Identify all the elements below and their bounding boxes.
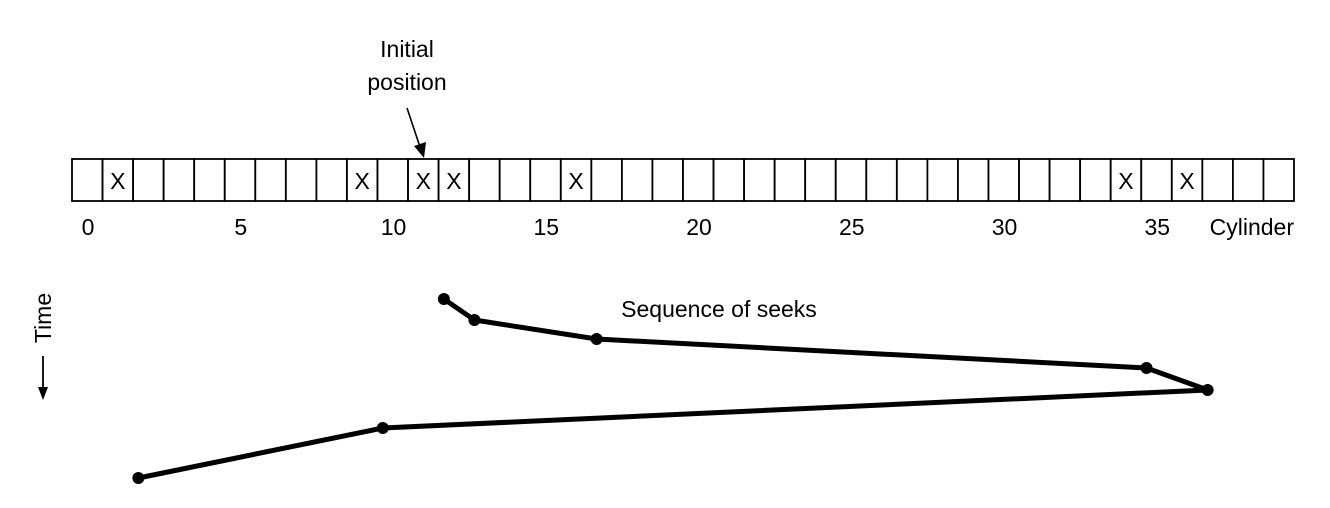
request-mark: X [1179,168,1194,194]
initial-position-arrow [406,107,426,158]
initial-position-label-line2: position [367,69,446,95]
cylinder-cell [865,158,898,202]
request-mark: X [446,168,461,194]
cylinder-cell [743,158,776,202]
cylinder-cell [1079,158,1112,202]
cylinder-cell [315,158,348,202]
cylinder-tick-label: 35 [1144,214,1170,240]
cylinder-cell [1262,158,1295,202]
cylinder-tick-label: 25 [839,214,865,240]
cylinder-cell [193,158,226,202]
cylinder-cell [1018,158,1051,202]
cylinder-tick-label: 0 [82,214,95,240]
cylinder-cell [1232,158,1265,202]
cylinder-tick-label: 30 [992,214,1018,240]
seek-point [437,293,450,305]
cylinder-cell [834,158,868,202]
cylinder-cell [407,158,440,202]
cylinder-cell [1170,158,1204,202]
cylinder-tick-label: 15 [533,214,559,240]
down-arrow-icon [38,356,48,400]
seek-point [1140,362,1153,374]
time-axis: Time [30,293,56,400]
cylinder-cell [132,158,165,202]
seek-point [468,314,481,326]
cylinder-cell [957,158,990,202]
cylinder-cell [376,158,409,202]
cylinder-cell [926,158,959,202]
initial-position-label-line1: Initial [380,36,434,62]
cylinder-cell [1140,158,1173,202]
cylinder-cell [712,158,745,202]
seek-point [590,333,603,345]
cylinder-cell [529,158,562,202]
cylinder-cell [895,158,929,202]
cylinder-cell [162,158,196,202]
cylinder-tick-label: 20 [686,214,712,240]
seek-point [1201,384,1214,396]
seek-point [376,422,389,434]
seek-point [132,472,145,484]
cylinder-tick-label: 5 [234,214,247,240]
request-mark: X [110,168,125,194]
cylinder-cell [682,158,715,202]
cylinder-cell [284,158,318,202]
cylinder-cell [101,158,135,202]
cylinder-tick-labels: 0 5 10 15 20 25 30 35 [82,214,1170,240]
cylinder-tick-label: 10 [381,214,407,240]
seek-sequence-path [132,293,1214,484]
cylinder-cell [223,158,257,202]
request-mark: X [416,168,431,194]
request-mark: X [1118,168,1133,194]
cylinder-cell [559,158,593,202]
cylinder-cell [987,158,1020,202]
seek-path-line [135,296,1211,481]
cylinder-cell [590,158,623,202]
cylinder-cell [498,158,532,202]
cylinder-cell [71,158,104,202]
cylinder-cell [1201,158,1234,202]
cylinder-cell [468,158,501,202]
cylinder-cell [1048,158,1082,202]
request-mark: X [355,168,370,194]
time-axis-label: Time [30,293,56,343]
cylinder-cell [773,158,807,202]
cylinder-cell [346,158,379,202]
request-mark: X [568,168,583,194]
cylinder-cell [804,158,837,202]
cylinder-axis-label: Cylinder [1210,214,1295,240]
cylinder-cell [651,158,684,202]
cylinder-cell [254,158,287,202]
cylinder-cell [621,158,654,202]
seek-sequence-title: Sequence of seeks [621,296,817,322]
